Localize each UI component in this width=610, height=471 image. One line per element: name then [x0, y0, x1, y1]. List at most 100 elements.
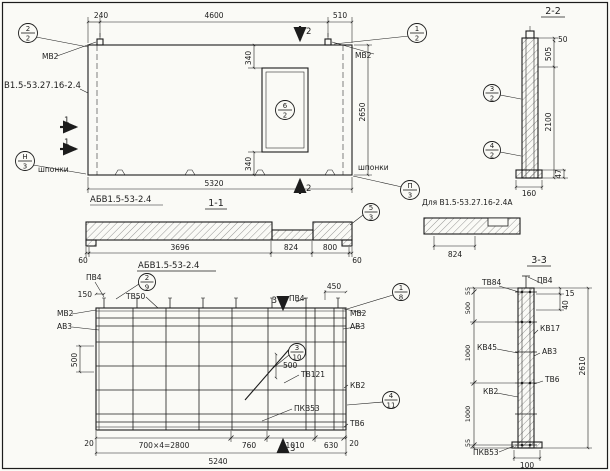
callout-key-right: П3: [400, 180, 420, 200]
svg-text:2: 2: [26, 25, 30, 33]
section-2-2: 2-2 50 505 2100 47 160 32 42: [483, 6, 568, 198]
dim-4600: 4600: [204, 11, 223, 20]
lifting-loop-right: [324, 38, 332, 46]
dim-1010: 1010: [285, 441, 304, 450]
callout-3-2: 32: [483, 84, 501, 103]
plan-geometry: [87, 33, 353, 176]
section-1-1-geometry: [85, 221, 353, 247]
dim-3696: 3696: [170, 243, 189, 252]
callout-6-2: 62: [275, 100, 295, 120]
label-pv4-mid: ПВ4: [289, 294, 305, 303]
plan-section-marks: [60, 26, 307, 194]
label-tv6: ТВ6: [349, 419, 365, 428]
label-kv17: КВ17: [540, 324, 560, 333]
section-1-1-dimension-lines: [84, 241, 354, 257]
dim-240: 240: [94, 11, 109, 20]
plan-dimension-lines: [86, 17, 372, 193]
label-mv2-left: МВ2: [42, 52, 59, 61]
dim-800: 800: [323, 243, 338, 252]
label-mv2-right: МВ2: [350, 309, 367, 318]
label-pv4-left: ПВ4: [86, 273, 102, 282]
plan-view: 240 4600 510 2650 5320 340 340 В1.5-53.2…: [4, 11, 427, 200]
dim-340-bot: 340: [244, 157, 253, 172]
dim-55-top: 55: [464, 287, 472, 295]
section-2-2-dimension-lines: [514, 36, 568, 190]
dim-2610: 2610: [578, 356, 587, 375]
dim-150: 150: [78, 290, 93, 299]
label-pkv53: ПКВ53: [473, 448, 499, 457]
section-mark-1b: 1: [64, 138, 69, 148]
svg-text:2: 2: [490, 152, 494, 160]
callout-2-9: 29: [138, 273, 156, 292]
label-tv6: ТВ6: [544, 375, 560, 384]
dim-824: 824: [284, 243, 299, 252]
dim-20-left: 20: [84, 439, 94, 448]
label-kv2: КВ2: [350, 381, 365, 390]
svg-text:1: 1: [399, 284, 403, 292]
dim-55-bot: 55: [464, 439, 472, 447]
callout-1-2: 12: [407, 23, 427, 43]
callout-1-8: 18: [392, 283, 410, 302]
dim-510: 510: [333, 11, 348, 20]
dim-760: 760: [242, 441, 257, 450]
label-tv84: ТВ84: [481, 278, 501, 287]
svg-text:5: 5: [369, 204, 373, 212]
callout-4-11: 411: [382, 391, 400, 410]
section-1-1: АБВ1.5-53-2.4 1-1 60 3696 824 800 60 53 …: [78, 195, 521, 265]
dim-100: 100: [520, 461, 535, 470]
dim-160: 160: [522, 189, 537, 198]
label-mv2-right: МВ2: [355, 51, 372, 60]
dim-2650: 2650: [358, 102, 367, 121]
dim-505: 505: [544, 47, 553, 62]
callout-2-2: 22: [18, 23, 38, 43]
dim-60-left: 60: [78, 256, 88, 265]
lifting-loop-left: [96, 38, 104, 46]
label-mv2-left: МВ2: [57, 309, 74, 318]
dim-2100: 2100: [544, 112, 553, 131]
section-mark-1a: 1: [64, 116, 69, 126]
svg-text:3: 3: [23, 163, 27, 171]
section-3-3-title: 3-3: [531, 255, 547, 266]
dim-1000-b: 1000: [464, 406, 472, 423]
section-2-2-title: 2-2: [545, 6, 561, 17]
svg-text:6: 6: [283, 102, 288, 110]
dim-5240: 5240: [208, 457, 227, 466]
variant-dim-824: 824: [448, 250, 463, 259]
section-2-2-geometry: [515, 26, 543, 179]
svg-text:11: 11: [387, 402, 396, 410]
diagonal-bar: [244, 345, 293, 401]
panel-outline: [87, 44, 353, 176]
dim-450: 450: [327, 282, 342, 291]
label-kv45: КВ45: [477, 343, 497, 352]
label-tv50: ТВ50: [125, 292, 145, 301]
variant-label: Для В1.5-53.27.16-2.4А: [422, 198, 513, 207]
label-av3-right: АВ3: [350, 322, 365, 331]
section-mark-3-top: 3: [272, 296, 277, 306]
callout-3-10: 310: [288, 343, 306, 362]
section-3-3-leader-lines: [496, 276, 544, 453]
section-1-1-mark: АБВ1.5-53-2.4: [90, 195, 151, 205]
opening-outline: [261, 67, 309, 153]
rebar-dimension-lines: [76, 290, 348, 456]
callout-4-2: 42: [483, 141, 501, 160]
section-mark-2-top: 2: [306, 27, 311, 37]
svg-text:1: 1: [415, 25, 419, 33]
label-kv2: КВ2: [483, 387, 498, 396]
svg-text:4: 4: [490, 142, 495, 150]
dim-50: 50: [558, 35, 568, 44]
label-pv4: ПВ4: [537, 276, 553, 285]
svg-text:2: 2: [283, 112, 287, 120]
dim-500: 500: [464, 302, 472, 314]
dim-15: 15: [565, 289, 575, 298]
svg-text:2: 2: [145, 274, 149, 282]
svg-text:10: 10: [293, 354, 302, 362]
section-3-3: 3-3: [464, 255, 592, 470]
dim-500-left: 500: [70, 353, 79, 368]
svg-text:3: 3: [295, 344, 299, 352]
dim-47: 47: [554, 169, 563, 179]
dim-1000-a: 1000: [464, 345, 472, 362]
panel-mark-label: В1.5-53.27.16-2.4: [4, 81, 81, 91]
